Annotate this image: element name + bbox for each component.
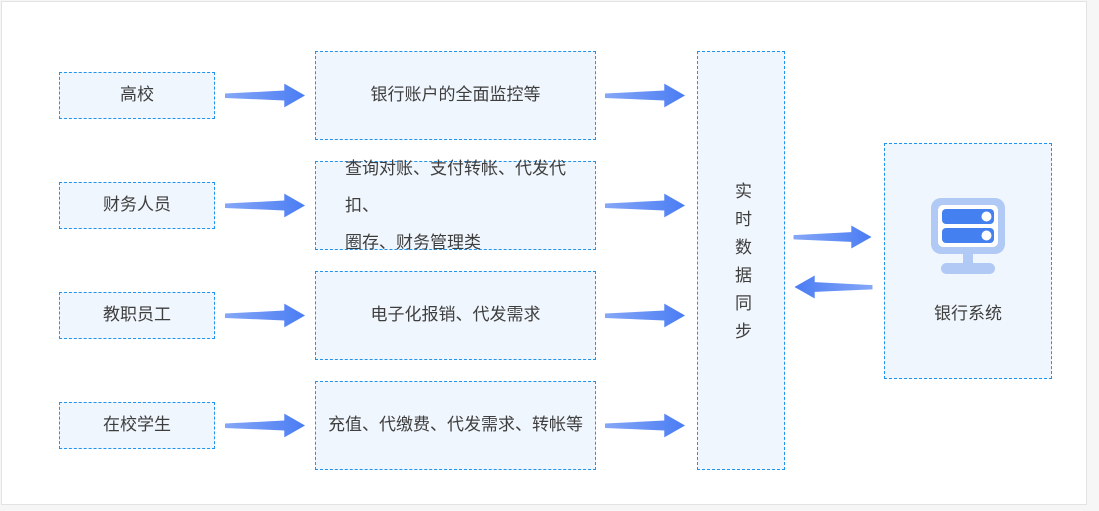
bank-label: 银行系统 [934, 304, 1002, 323]
right-arrow-icon [225, 82, 306, 109]
sync-label: 实时数据同步 [732, 182, 752, 350]
service-box-account-monitoring: 银行账户的全面监控等 [315, 51, 596, 140]
right-arrow-icon [225, 192, 306, 219]
actor-box-faculty: 教职员工 [59, 292, 215, 339]
diagram-canvas: 高校 财务人员 教职员工 在校学生 银行账户的全面监控等 查询对账、支付转帐、代… [1, 1, 1087, 505]
actor-label: 教职员工 [103, 305, 171, 325]
bank-box: 银行系统 [884, 143, 1052, 379]
right-arrow-icon [605, 412, 686, 439]
service-box-finance-operations: 查询对账、支付转帐、代发代扣、 圈存、财务管理类 [315, 159, 596, 252]
left-arrow-icon [793, 274, 873, 300]
actor-box-students: 在校学生 [59, 402, 215, 449]
right-arrow-icon [605, 192, 686, 219]
right-arrow-icon [605, 302, 686, 329]
right-arrow-icon [605, 82, 686, 109]
actor-box-finance-staff: 财务人员 [59, 182, 215, 229]
sync-box: 实时数据同步 [697, 51, 785, 470]
service-label: 电子化报销、代发需求 [370, 305, 541, 325]
actor-label: 在校学生 [103, 415, 171, 435]
right-arrow-icon [225, 302, 306, 329]
server-icon [930, 197, 1006, 281]
right-arrow-icon [225, 412, 306, 439]
service-label-line-1: 查询对账、支付转帐、代发代扣、 [345, 159, 566, 215]
service-box-reimbursement: 电子化报销、代发需求 [315, 271, 596, 360]
service-label: 银行账户的全面监控等 [370, 85, 541, 105]
right-arrow-icon [793, 224, 873, 250]
actor-box-university: 高校 [59, 72, 215, 119]
actor-label: 财务人员 [103, 195, 171, 215]
service-label-line-2: 圈存、财务管理类 [345, 233, 481, 252]
actor-label: 高校 [120, 85, 154, 105]
service-label: 充值、代缴费、代发需求、转帐等 [328, 415, 583, 435]
service-box-student-payments: 充值、代缴费、代发需求、转帐等 [315, 381, 596, 470]
